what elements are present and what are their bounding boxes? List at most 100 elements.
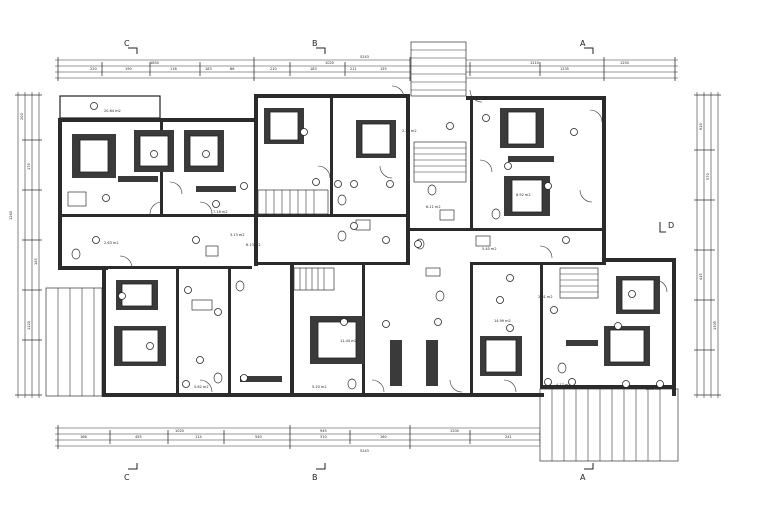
svg-text:1305: 1305 xyxy=(713,321,717,330)
room-tag-6: 20.64 m2 xyxy=(102,109,121,202)
room-tag-13: 4.17 m2 xyxy=(544,378,571,387)
svg-text:14.99 m2: 14.99 m2 xyxy=(494,319,511,323)
svg-text:C: C xyxy=(124,39,130,48)
room-tag-3: 3.13 m2 xyxy=(230,233,390,244)
svg-text:4.17 m2: 4.17 m2 xyxy=(556,383,571,387)
svg-text:241: 241 xyxy=(505,435,512,439)
dimension-lines-left: 1260 200 176 145 1120 xyxy=(9,92,42,398)
room-tag-4: 6.11 m2 xyxy=(202,150,441,209)
stair-core-centre xyxy=(413,141,467,183)
svg-text:1235: 1235 xyxy=(560,67,569,71)
svg-text:1250: 1250 xyxy=(620,61,629,65)
bed-bottom-right-1 xyxy=(616,276,660,314)
bed-bottom-right-2 xyxy=(604,326,650,366)
svg-text:20.64 m2: 20.64 m2 xyxy=(104,109,121,113)
building-walls xyxy=(58,94,676,397)
svg-text:7.18 m2: 7.18 m2 xyxy=(213,210,228,214)
room-tag-8: 5.62 m2 xyxy=(182,380,209,389)
room-tag-2: 2.25 m2 xyxy=(192,129,417,244)
svg-text:160: 160 xyxy=(380,435,387,439)
bed-top-centre-1 xyxy=(264,108,304,144)
svg-text:211: 211 xyxy=(350,67,357,71)
svg-text:5.40 m2: 5.40 m2 xyxy=(482,247,497,251)
svg-text:190: 190 xyxy=(125,67,132,71)
svg-text:200: 200 xyxy=(20,113,24,120)
svg-text:176: 176 xyxy=(27,163,31,170)
section-marker-top-a: A xyxy=(580,39,594,54)
wardrobe-units xyxy=(118,156,598,386)
ramp-left xyxy=(45,287,103,397)
entrance-steps-bottom-right xyxy=(539,388,679,462)
room-tag-5: 6.92 m2 xyxy=(506,193,531,282)
exterior-staircase-top xyxy=(410,41,467,97)
svg-text:2.61 m2: 2.61 m2 xyxy=(538,295,553,299)
stair-core-bottom xyxy=(293,267,335,291)
svg-text:86: 86 xyxy=(230,67,234,71)
dimension-lines-top: 5243 1850 1020 1220 1210 1250 220 190 11… xyxy=(55,55,678,81)
svg-text:11.44 m2: 11.44 m2 xyxy=(340,339,357,343)
room-tag-1: 7.18 m2 xyxy=(212,200,228,214)
svg-text:540: 540 xyxy=(255,435,262,439)
room-tag-10: 11.44 m2 xyxy=(340,318,357,343)
svg-text:616: 616 xyxy=(699,123,703,130)
room-tag-11: 14.99 m2 xyxy=(494,319,514,332)
svg-text:166: 166 xyxy=(80,435,87,439)
svg-text:145: 145 xyxy=(34,258,38,265)
svg-text:455: 455 xyxy=(135,435,142,439)
svg-text:6.92 m2: 6.92 m2 xyxy=(516,193,531,197)
section-marker-right-d: D xyxy=(659,221,674,233)
svg-text:3.13 m2: 3.13 m2 xyxy=(230,233,245,237)
room-marker-circles xyxy=(90,102,636,386)
section-marker-bottom-c: C xyxy=(124,463,138,482)
svg-text:114: 114 xyxy=(195,435,202,439)
svg-text:945: 945 xyxy=(320,429,327,433)
bed-top-right-1 xyxy=(500,108,544,148)
svg-text:220: 220 xyxy=(90,67,97,71)
stair-core-right xyxy=(559,267,599,299)
svg-text:415: 415 xyxy=(699,273,703,280)
room-tag-16: 5.40 m2 xyxy=(482,236,570,251)
svg-text:A: A xyxy=(580,473,586,482)
svg-text:310: 310 xyxy=(320,435,327,439)
svg-text:570: 570 xyxy=(706,173,710,180)
section-marker-top-c: C xyxy=(124,39,138,54)
svg-text:210: 210 xyxy=(270,67,277,71)
bed-bottom-mid xyxy=(480,336,522,376)
svg-text:5.20 m2: 5.20 m2 xyxy=(312,385,327,389)
bed-top-right-2 xyxy=(504,176,550,216)
door-swings xyxy=(119,85,668,393)
dimension-lines-right: 616 570 415 1305 xyxy=(694,92,721,398)
svg-text:6.13 m2: 6.13 m2 xyxy=(246,243,261,247)
svg-text:155: 155 xyxy=(380,67,387,71)
room-tag-7: 2.63 m2 xyxy=(92,236,119,245)
room-tag-14: 2.86 m2 xyxy=(646,380,664,391)
section-marker-bottom-b: B xyxy=(312,463,326,482)
svg-text:118: 118 xyxy=(170,67,177,71)
svg-text:5243: 5243 xyxy=(360,55,369,59)
svg-text:1210: 1210 xyxy=(530,61,539,65)
svg-text:5.62 m2: 5.62 m2 xyxy=(194,385,209,389)
bed-master-topleft xyxy=(72,134,116,178)
svg-text:1120: 1120 xyxy=(27,321,31,330)
room-tag-9: 5.20 m2 xyxy=(312,380,630,389)
svg-text:B: B xyxy=(312,39,318,48)
section-marker-top-b: B xyxy=(312,39,326,54)
svg-text:D: D xyxy=(668,221,674,230)
bed-topleft-2 xyxy=(134,130,174,172)
svg-text:2.86 m2: 2.86 m2 xyxy=(646,387,661,391)
svg-text:2.25 m2: 2.25 m2 xyxy=(402,129,417,133)
svg-text:183: 183 xyxy=(310,67,317,71)
svg-text:A: A xyxy=(580,39,586,48)
svg-text:5243: 5243 xyxy=(360,449,369,453)
svg-text:1200: 1200 xyxy=(450,429,459,433)
section-marker-bottom-a: A xyxy=(580,463,594,482)
svg-text:1020: 1020 xyxy=(175,429,184,433)
svg-text:C: C xyxy=(124,473,130,482)
bathroom-fixtures xyxy=(67,184,567,390)
svg-text:B: B xyxy=(312,473,318,482)
svg-text:2.63 m2: 2.63 m2 xyxy=(104,241,119,245)
bed-top-centre-2 xyxy=(356,120,396,158)
stair-core-left xyxy=(257,189,329,215)
room-tag-15: 6.13 m2 xyxy=(246,122,454,247)
